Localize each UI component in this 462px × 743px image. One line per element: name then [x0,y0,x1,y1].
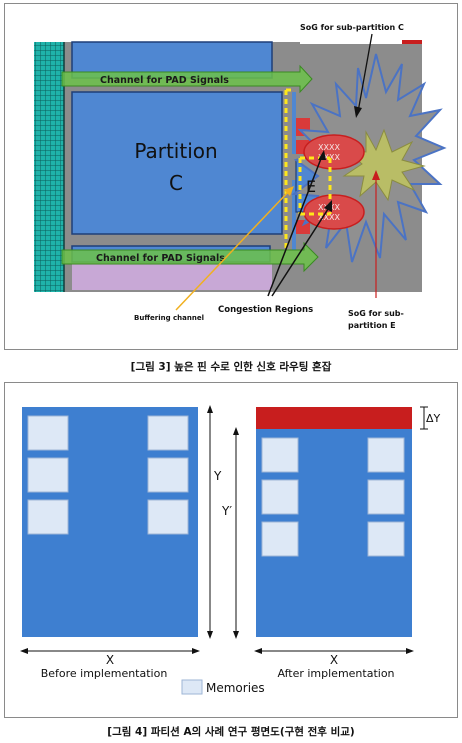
memory-before-r1 [147,415,189,451]
y-prime-label: Y′ [221,504,232,518]
congestion-marks-4: XXXX [318,213,340,222]
y-prime-arrow-bottom [233,631,239,639]
figure-4-caption: [그림 4] 파티션 A의 사례 연구 평면도(구현 전후 비교) [107,726,355,738]
x-right-arrow-r [406,648,414,654]
memory-before-r2 [147,457,189,493]
buffering-pointer [175,189,291,311]
x-left-arrow-r [192,648,200,654]
sog-e-pointer-head [372,170,380,180]
partition-c-block [71,91,283,235]
memory-before-l1 [27,415,69,451]
channel-label-top: Channel for PAD Signals [100,75,229,86]
die-top-white-notch [300,38,422,44]
y-arrow-top [207,405,213,413]
partition-c-label-line2: C [169,171,183,195]
memory-before-r3 [147,499,189,535]
y-label: Y [213,469,222,483]
right-column-lower [292,180,296,250]
buffering-channel-path [284,88,332,250]
sog-c-pointer-head [354,106,362,118]
congestion-region-lower [303,194,365,230]
figure-3-diagram: XXXX XXXX XXXX XXXX Channel for PAD Sign… [34,23,447,330]
overflow-band [256,407,412,429]
buffering-channel-label: Buffering channel [134,314,204,322]
partition-c-label-line1: Partition [134,139,217,163]
pad-ring-strip [34,42,64,292]
figure-3-caption: [그림 3] 높은 핀 수로 인한 신호 라우팅 혼잡 [130,361,332,373]
y-arrow-bottom [207,631,213,639]
x-right-arrow-l [254,648,262,654]
right-column-upper [292,92,296,154]
congestion-pointer-2 [271,205,331,297]
channel-label-bottom: Channel for PAD Signals [96,253,225,264]
memories-legend-label: Memories [206,681,265,695]
memory-after-l3 [261,521,299,557]
x-left-arrow-l [20,648,28,654]
channel-arrow-bottom [61,241,319,273]
memory-before-l2 [27,457,69,493]
congestion-pointer-1 [267,155,323,297]
sog-c-label: SoG for sub-partition C [300,23,404,32]
sog-c-pointer [357,33,373,113]
memory-after-l2 [261,479,299,515]
congestion-marks-1: XXXX [318,143,340,152]
x-label-left: X [106,653,114,667]
memories-legend-swatch [181,679,203,695]
congestion-region-upper [303,134,365,170]
congestion-pointer-1-head [318,150,326,160]
channel-arrow-top [61,64,313,94]
memory-after-r3 [367,521,405,557]
top-right-red-mark [402,40,422,44]
y-prime-arrow-top [233,427,239,435]
congestion-pointer-2-head [324,200,332,212]
x-label-right: X [330,653,338,667]
congestion-regions-label: Congestion Regions [218,305,313,315]
buffering-pointer-head [284,186,294,196]
sog-e-label-line1: SoG for sub- [348,309,404,318]
sog-e-label-line2: partition E [348,321,396,330]
delta-y-label: ΔY [426,412,441,425]
memory-after-r2 [367,479,405,515]
memory-after-l1 [261,437,299,473]
partition-block-purple [72,264,272,290]
memory-after-r1 [367,437,405,473]
before-implementation-label: Before implementation [41,667,168,680]
after-implementation-label: After implementation [277,667,394,680]
memory-before-l3 [27,499,69,535]
